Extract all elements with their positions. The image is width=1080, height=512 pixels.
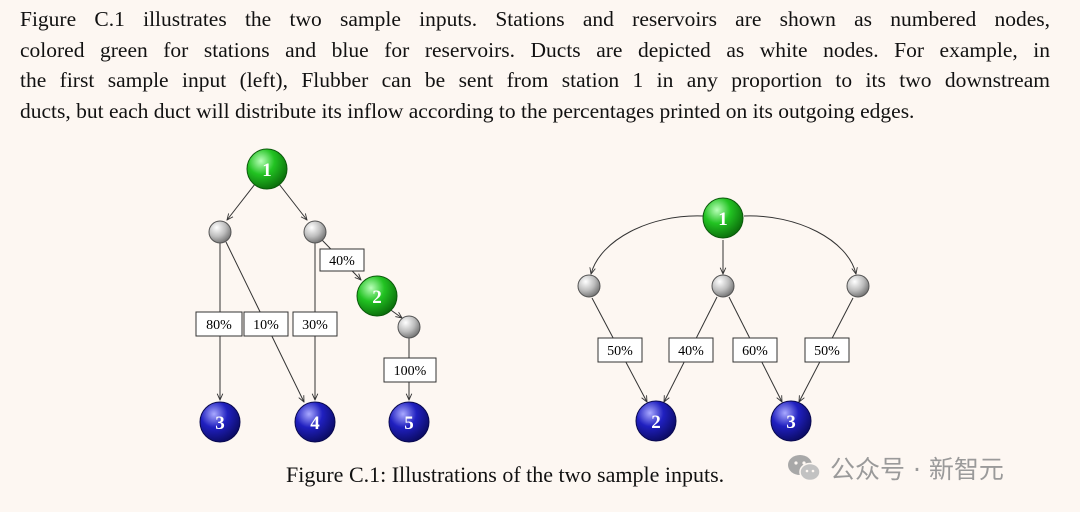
reservoir-node: 2 [635, 400, 677, 442]
svg-text:1: 1 [262, 160, 272, 181]
duct-node [208, 220, 232, 244]
svg-text:2: 2 [372, 287, 382, 308]
edge-label: 30% [292, 311, 338, 337]
edge-label: 80% [195, 311, 243, 337]
watermark: 公众号 · 新智元 [786, 450, 1004, 486]
body-paragraph: Figure C.1 illustrates the two sample in… [20, 4, 1050, 126]
edge [227, 183, 256, 220]
svg-text:5: 5 [404, 413, 414, 434]
left-diagram: 40% 80% 10% 30% 100% 1 [195, 148, 437, 443]
duct-node [711, 274, 735, 298]
svg-text:50%: 50% [814, 344, 840, 359]
edge-label: 40% [668, 337, 714, 363]
station-node: 1 [702, 197, 744, 239]
edge-label: 50% [804, 337, 850, 363]
edge [743, 215, 856, 274]
duct-node [303, 220, 327, 244]
svg-text:40%: 40% [329, 254, 355, 269]
svg-text:2: 2 [651, 412, 661, 433]
edge-label: 50% [597, 337, 643, 363]
wechat-icon [788, 455, 821, 482]
reservoir-node: 3 [199, 401, 241, 443]
edge [591, 215, 704, 274]
svg-text:1: 1 [718, 209, 728, 230]
svg-text:30%: 30% [302, 318, 328, 333]
svg-text:60%: 60% [742, 344, 768, 359]
svg-text:40%: 40% [678, 344, 704, 359]
svg-text:50%: 50% [607, 344, 633, 359]
duct-node [577, 274, 601, 298]
edge-label: 100% [383, 357, 437, 383]
duct-node [397, 315, 421, 339]
edge [278, 183, 307, 220]
paragraph-line: Figure C.1 illustrates the two sample in… [20, 7, 1050, 31]
edge-label: 40% [319, 248, 365, 272]
svg-text:10%: 10% [253, 318, 279, 333]
paragraph-line: colored green for stations and blue for … [20, 37, 1050, 62]
edge-label: 60% [732, 337, 778, 363]
station-node: 2 [356, 275, 398, 317]
reservoir-node: 5 [388, 401, 430, 443]
reservoir-node: 4 [294, 401, 336, 443]
figure-caption: Figure C.1: Illustrations of the two sam… [286, 462, 725, 487]
station-node: 1 [246, 148, 288, 190]
reservoir-node: 3 [770, 400, 812, 442]
paragraph-line: ducts, but each duct will distribute its… [20, 98, 915, 123]
svg-text:4: 4 [310, 413, 320, 434]
paragraph-line: the first sample input (left), Flubber c… [20, 68, 1050, 92]
svg-text:80%: 80% [206, 318, 232, 333]
svg-text:100%: 100% [394, 364, 427, 379]
svg-text:3: 3 [215, 413, 225, 434]
watermark-text: 公众号 · 新智元 [830, 455, 1004, 484]
edge-label: 10% [243, 311, 289, 337]
duct-node [846, 274, 870, 298]
right-diagram: 50% 40% 60% 50% 1 2 [577, 197, 870, 442]
svg-text:3: 3 [786, 412, 796, 433]
